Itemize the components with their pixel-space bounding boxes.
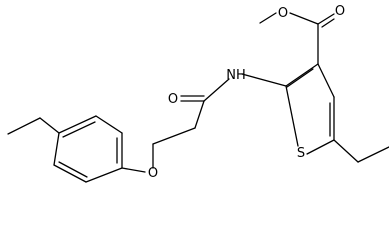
atom-label-carbonyl-oxygen: O	[335, 4, 345, 19]
bond	[285, 63, 319, 87]
bond	[321, 18, 335, 28]
bond	[285, 85, 299, 147]
bond	[58, 115, 97, 134]
bond	[306, 139, 335, 155]
atom-label-amide-oxygen: O	[168, 92, 178, 107]
bond	[317, 63, 335, 98]
structure-canvas: O O NH O S O	[7, 4, 389, 183]
molecule-structure: O O NH O S O	[7, 4, 389, 183]
atom-label-amide-nitrogen: NH	[226, 68, 246, 83]
bond	[286, 68, 314, 88]
bond	[7, 117, 41, 135]
bond	[95, 115, 123, 134]
bond	[39, 117, 60, 134]
bond	[241, 73, 287, 87]
bond	[259, 12, 277, 24]
bond	[152, 127, 196, 145]
atom-label-thiophene-sulfur: S	[297, 146, 305, 161]
bond	[58, 161, 88, 178]
atom-label-ether-oxygen: O	[148, 166, 158, 181]
bond	[194, 100, 205, 129]
bond	[357, 146, 389, 163]
atom-label-ester-oxygen: O	[278, 6, 288, 21]
bond	[62, 121, 96, 138]
bond	[203, 78, 230, 102]
bond	[121, 167, 146, 173]
bond	[317, 13, 335, 25]
bond	[53, 132, 60, 166]
bond	[53, 164, 87, 183]
bond	[333, 139, 359, 163]
bond	[289, 12, 319, 25]
bond	[85, 167, 123, 183]
